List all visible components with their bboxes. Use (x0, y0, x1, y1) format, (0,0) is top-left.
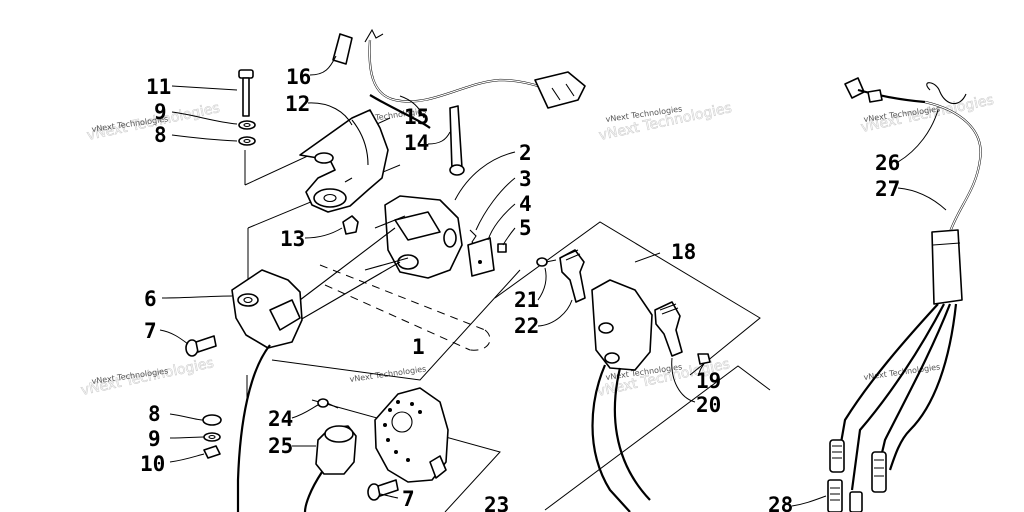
leader-10 (169, 453, 205, 463)
part-21-screw (536, 257, 557, 267)
callout-7-lower: 7 (402, 487, 415, 511)
callout-6: 6 (144, 287, 157, 311)
watermarks: vNext Technologies vNext Technologies vN… (79, 92, 995, 400)
leader-20 (671, 357, 696, 403)
part-28-connector (827, 479, 863, 512)
leader-21 (537, 267, 547, 301)
part-27-cable (829, 100, 982, 493)
frame-18 (494, 221, 761, 376)
frame-23 (311, 399, 501, 512)
callout-18: 18 (671, 240, 696, 264)
leader-6 (161, 295, 233, 299)
leader-8-top (171, 134, 238, 142)
callout-15: 15 (404, 105, 429, 129)
part-8-washer-lower (202, 414, 222, 426)
callout-24: 24 (268, 407, 293, 431)
part-6-housing (231, 269, 303, 512)
leader-7-lower (379, 493, 399, 499)
part-23-throttle-housing (374, 387, 449, 483)
callout-10: 10 (140, 452, 165, 476)
callout-7-left: 7 (144, 319, 157, 343)
callout-14: 14 (404, 131, 429, 155)
part-7-screw-lower (367, 479, 399, 501)
callout-13: 13 (280, 227, 305, 251)
frame-20-bottom (544, 365, 771, 511)
part-18-bracket (591, 279, 683, 512)
part-19-screw (697, 353, 711, 365)
leader-14 (427, 131, 451, 145)
part-5-screw (497, 243, 507, 253)
part-8-washer-top (238, 136, 256, 146)
callout-12: 12 (285, 92, 310, 116)
watermark-6: vNext Technologies (349, 364, 427, 384)
part-22-lever (559, 249, 586, 303)
callout-25: 25 (268, 434, 293, 458)
part-4-plate (467, 237, 495, 277)
callout-11: 11 (146, 75, 171, 99)
leader-4 (487, 203, 516, 241)
part-1-shaft (299, 227, 491, 351)
frame-1-bottom (271, 269, 521, 381)
part-16-cap (332, 33, 353, 65)
part-15-harness (364, 28, 586, 129)
callout-4: 4 (519, 192, 532, 216)
part-9-washer-lower (203, 432, 221, 442)
leader-2 (454, 151, 516, 201)
leader-5 (502, 227, 516, 246)
leader-7-left (159, 329, 189, 345)
leader-19 (697, 363, 705, 377)
leader-15 (399, 95, 425, 119)
leader-9-top (171, 111, 238, 125)
leader-12 (307, 102, 353, 126)
callout-3: 3 (519, 167, 532, 191)
callout-8-top: 8 (154, 123, 167, 147)
callout-22: 22 (514, 314, 539, 338)
leader-8-lower (169, 413, 204, 421)
leader-22 (537, 299, 573, 327)
leader-16 (309, 55, 337, 76)
leader-28 (791, 495, 827, 507)
callout-28: 28 (768, 493, 793, 512)
callout-21: 21 (514, 288, 539, 312)
callout-labels: 11 9 8 12 16 15 14 13 2 3 4 5 6 7 1 8 9 … (140, 65, 900, 512)
leader-27 (897, 187, 947, 211)
part-26-harness-end (844, 77, 967, 105)
callout-9-lower: 9 (148, 427, 161, 451)
part-14-terminal (449, 105, 465, 176)
callout-16: 16 (286, 65, 311, 89)
leader-18 (634, 252, 661, 263)
callout-27: 27 (875, 177, 900, 201)
leader-26 (897, 109, 939, 163)
part-11-bolt (238, 69, 254, 117)
part-10-nut (203, 445, 221, 459)
leader-9-lower (169, 436, 205, 439)
callout-5: 5 (519, 216, 532, 240)
callout-1: 1 (412, 335, 425, 359)
callout-9-top: 9 (154, 100, 167, 124)
callout-20: 20 (696, 393, 721, 417)
callout-26: 26 (875, 151, 900, 175)
part-9-washer-top (238, 120, 256, 130)
callout-8-lower: 8 (148, 402, 161, 426)
callout-19: 19 (696, 369, 721, 393)
leader-11 (171, 85, 238, 91)
leader-24 (291, 404, 319, 419)
part-12-clamp (299, 109, 389, 213)
callout-23: 23 (484, 493, 509, 512)
part-13-block (342, 215, 359, 235)
part-2-switch-housing (364, 195, 463, 279)
callout-leaders (159, 55, 947, 507)
leader-3 (475, 177, 516, 231)
part-7-screw-left (185, 335, 217, 357)
callout-2: 2 (519, 141, 532, 165)
part-25-block (303, 425, 357, 512)
leader-13 (304, 227, 343, 239)
part-24-screw (317, 398, 339, 409)
